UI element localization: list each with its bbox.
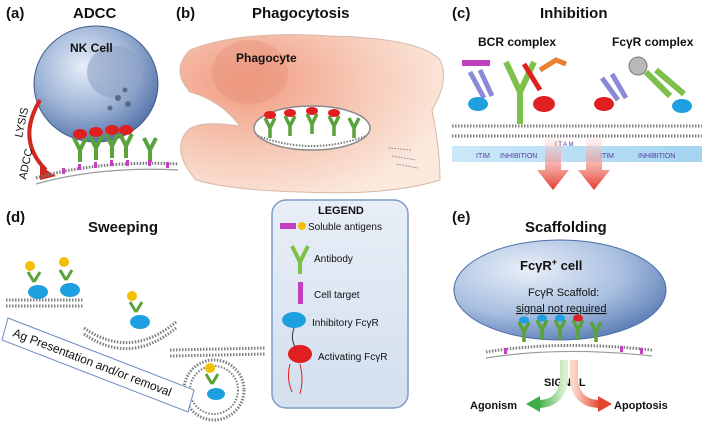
panel-c: (c) Inhibition BCR complex FcγR complex … <box>452 5 702 190</box>
itim-right: ITIM <box>600 153 614 160</box>
inhibition-left: INHIBITION <box>500 153 537 160</box>
bcr-complex <box>462 57 567 124</box>
panel-c-letter: (c) <box>452 5 470 22</box>
phagocyte-label: Phagocyte <box>236 51 297 65</box>
target-membrane <box>35 161 179 180</box>
panel-a: (a) ADCC NK Cell ADCC LYSIS <box>6 5 179 185</box>
nk-cell-label: NK Cell <box>70 41 113 55</box>
panel-b-title: Phagocytosis <box>252 5 350 22</box>
fcgr-complex-label: FcγR complex <box>612 35 694 49</box>
panel-a-letter: (a) <box>6 5 24 22</box>
panel-e-title: Scaffolding <box>525 219 607 236</box>
adcc-immune-complexes <box>62 125 169 174</box>
scaffold-line2: signal not required <box>516 303 607 315</box>
bcr-complex-label: BCR complex <box>478 35 556 49</box>
legend-item-3: Cell target <box>314 290 360 301</box>
agonism-arrow <box>537 360 568 408</box>
agonism-label: Agonism <box>470 400 517 412</box>
nk-nucleus <box>87 46 143 98</box>
legend-item-4: Inhibitory FcγR <box>312 318 379 329</box>
legend-item-5: Activating FcγR <box>318 352 387 363</box>
panel-b-letter: (b) <box>176 5 195 22</box>
itam-arrow-right <box>578 138 610 190</box>
apoptosis-label: Apoptosis <box>614 400 668 412</box>
itim-left: ITIM <box>476 153 490 160</box>
scaffold-line1: FcγR Scaffold: <box>528 287 599 299</box>
cell-target-icon <box>298 282 303 304</box>
legend-title: LEGEND <box>318 205 364 217</box>
legend-item-1: Soluble antigens <box>308 222 382 233</box>
panel-e: (e) Scaffolding FcγR+ cell FcγR Scaffold… <box>452 209 668 412</box>
lysis-arrow <box>27 98 48 172</box>
itam-left-label: I T A M <box>555 142 573 148</box>
phagocyte-nucleus <box>212 40 288 104</box>
legend-item-2: Antibody <box>314 254 353 265</box>
activating-fcgr-icon <box>288 345 312 363</box>
inhibition-right: INHIBITION <box>638 153 675 160</box>
panel-b: (b) Phagocytosis Phagocyte <box>176 5 445 194</box>
panel-d-title: Sweeping <box>88 219 158 236</box>
antibody-icon <box>290 245 310 274</box>
panel-e-letter: (e) <box>452 209 470 226</box>
itam-arrow-left <box>537 138 569 190</box>
panel-d-letter: (d) <box>6 209 25 226</box>
inhibition-band <box>452 146 702 162</box>
fcgr-cell-label: FcγR+ cell <box>520 257 582 273</box>
inhibitory-fcgr-icon <box>282 312 306 328</box>
panel-a-title: ADCC <box>73 5 116 22</box>
legend: LEGEND Soluble antigens Antibody Cell ta… <box>271 199 409 409</box>
panel-c-title: Inhibition <box>540 5 607 22</box>
panel-d: (d) Sweeping Ag Presentation and/or remo… <box>1 209 267 422</box>
ag-presentation-banner <box>1 317 195 413</box>
apoptosis-arrow <box>570 360 601 408</box>
adcc-arrow-label: ADCC <box>17 148 35 181</box>
fcgr-complex <box>594 56 692 113</box>
soluble-antigen-icon <box>280 223 296 229</box>
